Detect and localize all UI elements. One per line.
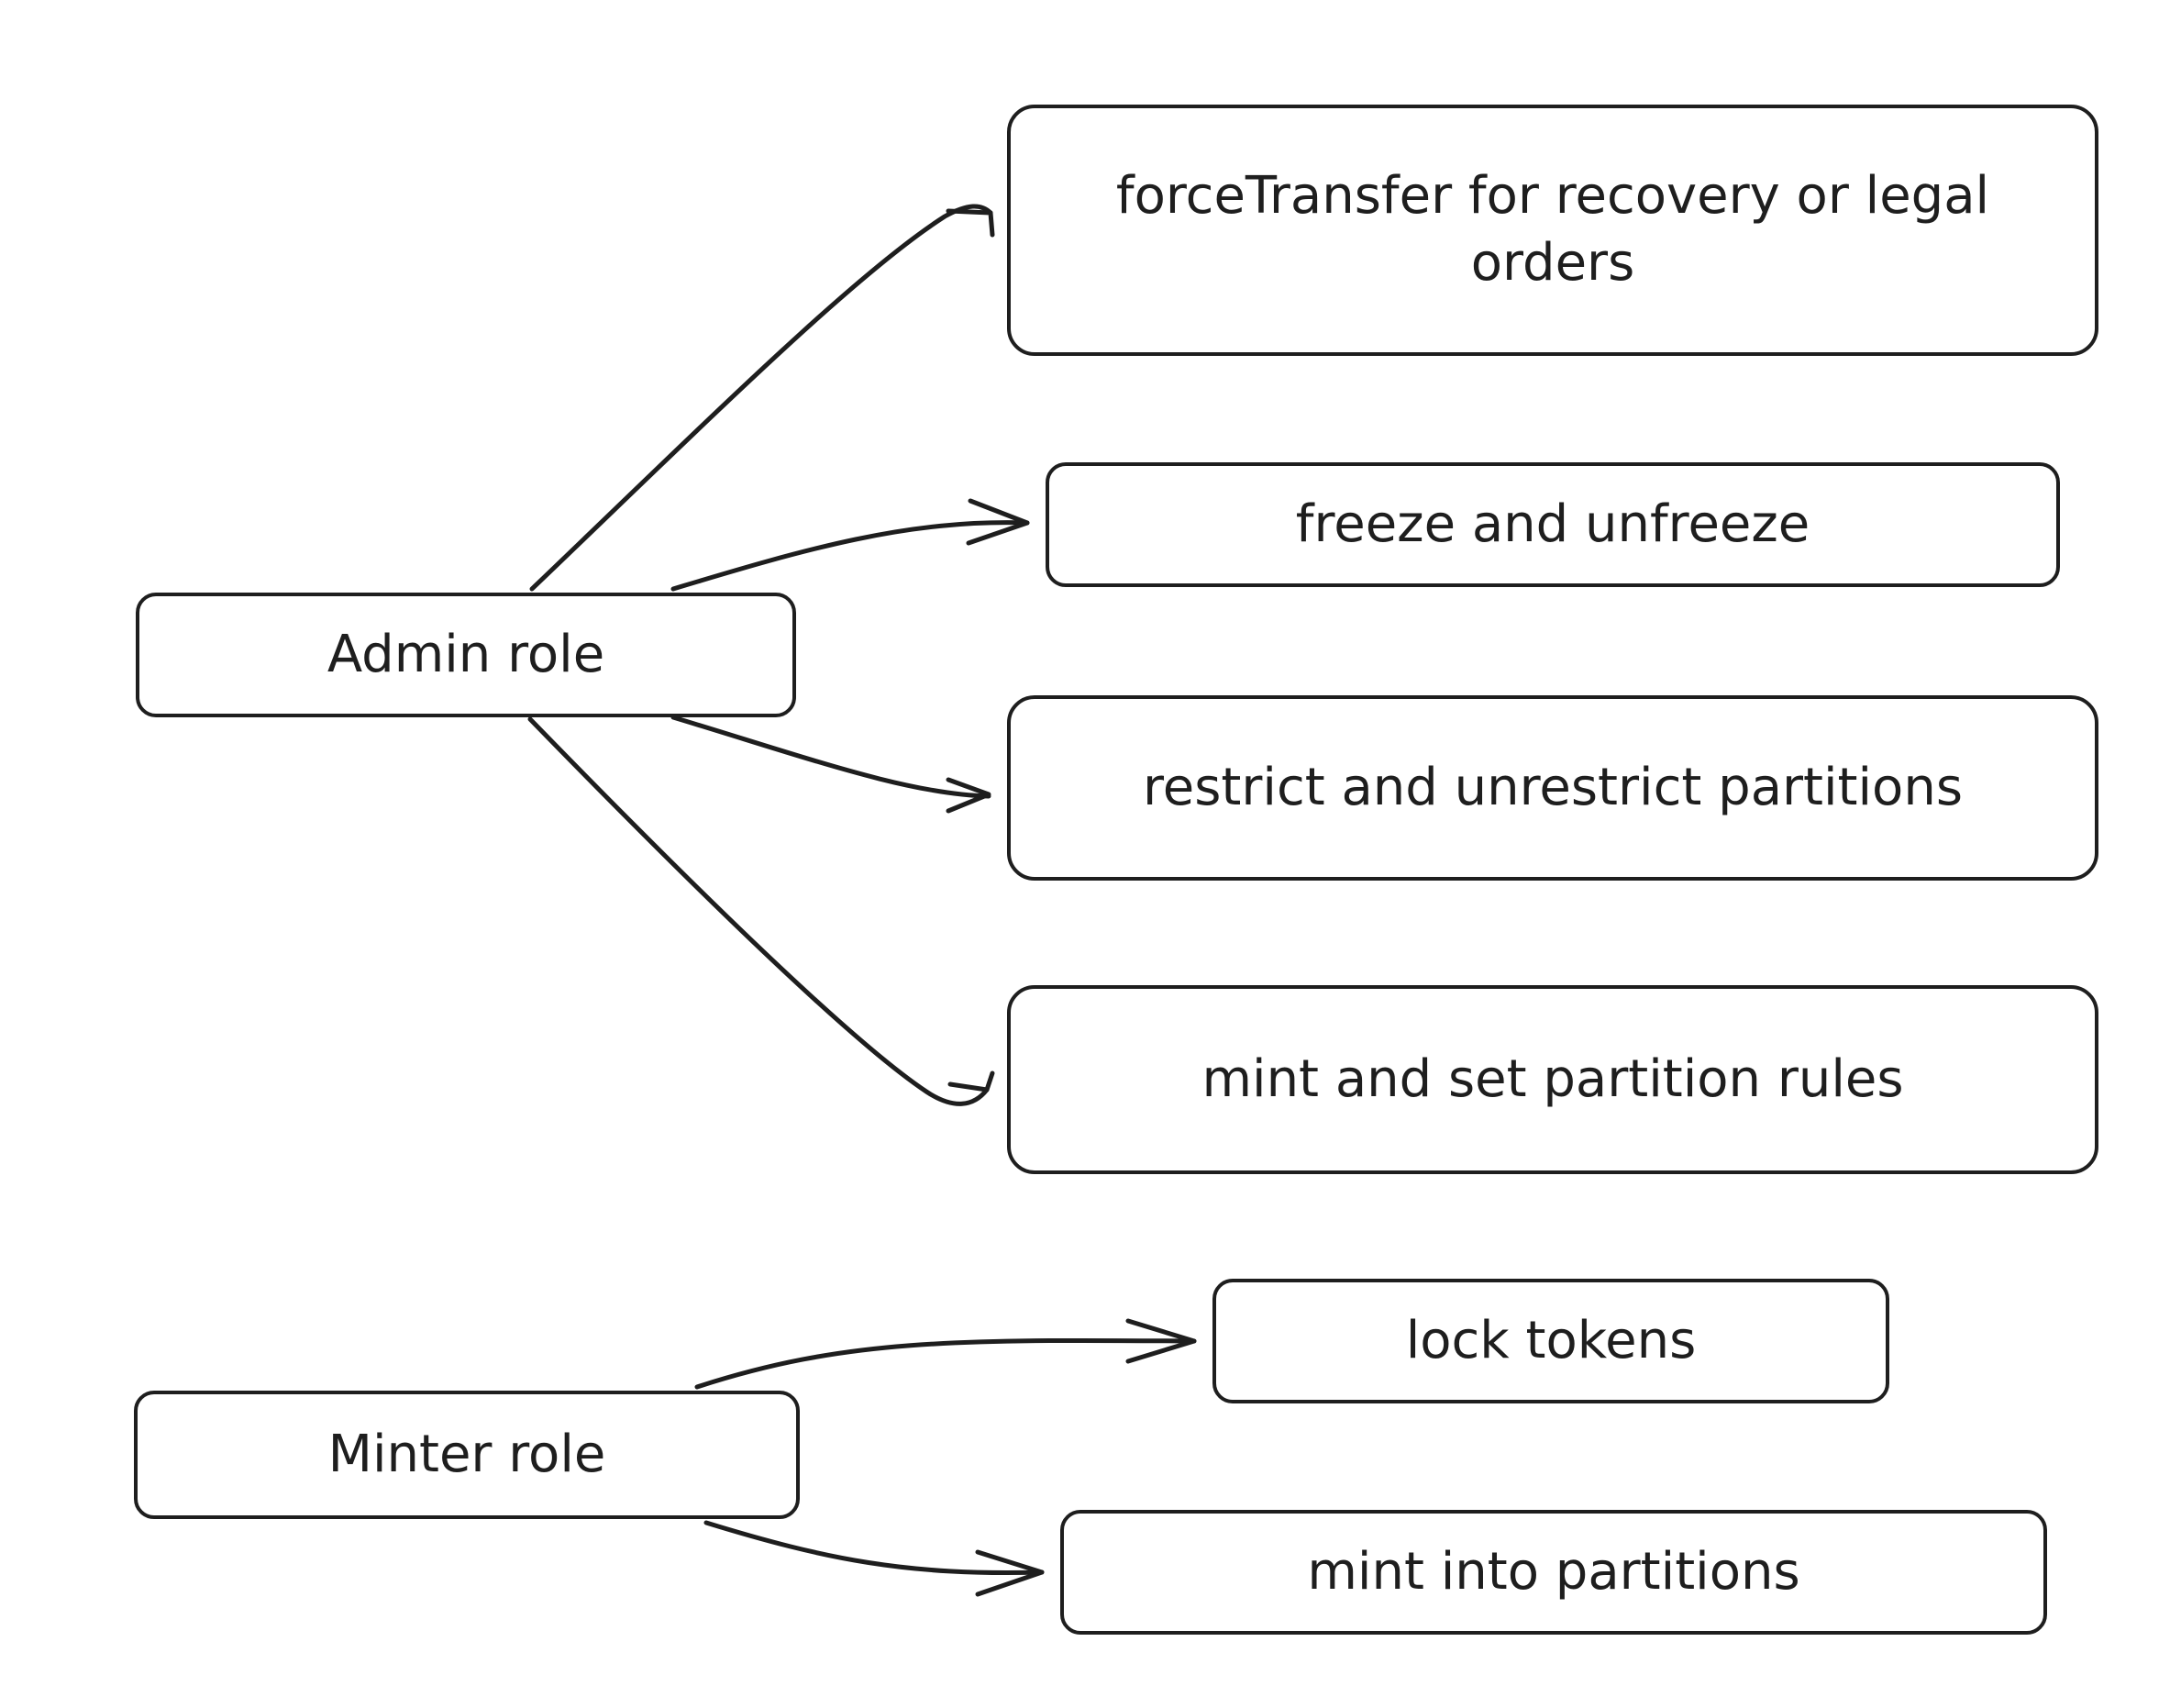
arrowhead-restrict [946,777,991,814]
freeze-node[interactable]: freeze and unfreeze [1046,462,2060,587]
mint-into-label: mint into partitions [1307,1541,1800,1602]
arrowhead-freeze [966,498,1030,546]
edge-admin-restrict [670,715,991,814]
force-transfer-node[interactable]: forceTransfer for recovery or legal orde… [1007,105,2098,356]
arrowhead-mint-into [975,1549,1045,1597]
edge-admin-force-transfer [529,204,995,592]
lock-tokens-node[interactable]: lock tokens [1212,1279,1889,1403]
edge-minter-lock [694,1318,1197,1390]
mint-rules-label: mint and set partition rules [1201,1048,1904,1109]
edge-minter-lock-line [694,1337,1197,1390]
lock-tokens-label: lock tokens [1405,1310,1697,1370]
edge-admin-force-transfer-line [529,204,993,592]
mint-rules-node[interactable]: mint and set partition rules [1007,985,2098,1174]
mint-into-node[interactable]: mint into partitions [1060,1510,2047,1635]
edge-admin-mint-rules [527,716,995,1106]
force-transfer-label: forceTransfer for recovery or legal orde… [1115,166,1990,293]
freeze-label: freeze and unfreeze [1295,494,1810,554]
edge-minter-mint-into-line [703,1520,1045,1576]
arrowhead-force-transfer [946,208,995,238]
restrict-node[interactable]: restrict and unrestrict partitions [1007,695,2098,881]
edge-admin-mint-rules-line [527,716,990,1106]
admin-role-node[interactable]: Admin role [136,593,796,717]
minter-role-node[interactable]: Minter role [134,1391,800,1519]
edge-minter-mint-into [703,1520,1045,1597]
edge-admin-restrict-line [670,715,991,799]
admin-role-label: Admin role [327,624,605,684]
arrowhead-mint-rules [947,1070,995,1092]
arrowhead-lock [1125,1318,1197,1364]
edge-admin-freeze-line [670,520,1030,592]
minter-role-label: Minter role [327,1424,606,1484]
edge-admin-freeze [670,498,1030,592]
restrict-label: restrict and unrestrict partitions [1142,757,1963,817]
